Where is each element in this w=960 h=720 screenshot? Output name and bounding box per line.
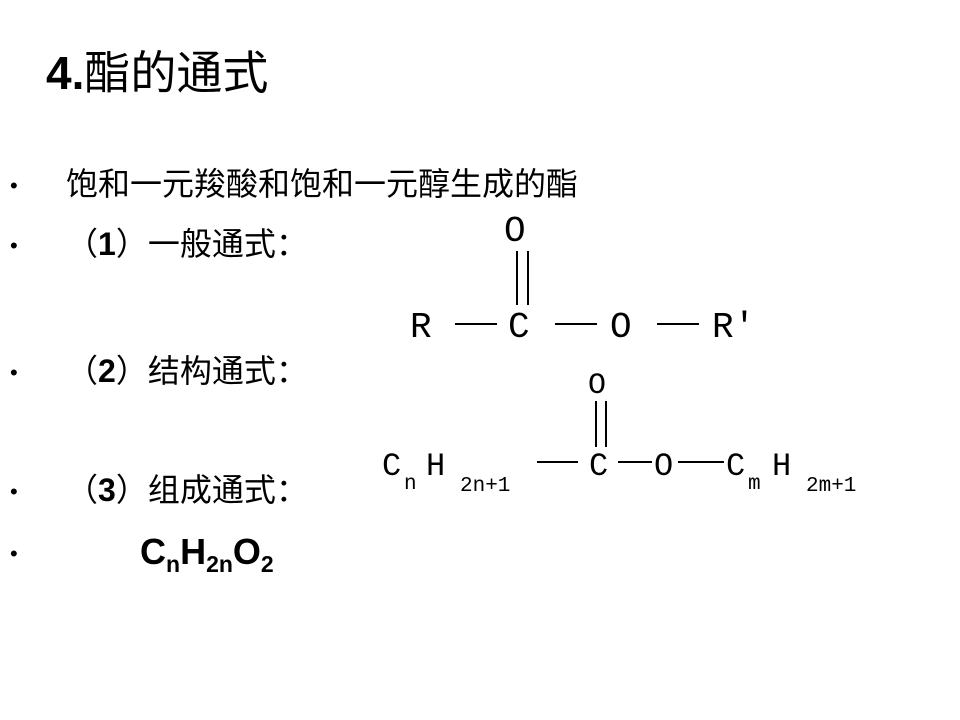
open-paren: （ — [66, 352, 99, 390]
item-text: 组成通式： — [147, 471, 308, 509]
ether-oxygen: O — [654, 448, 673, 485]
close-paren: ） — [115, 471, 148, 509]
carbon-c: C — [508, 307, 530, 348]
bullet-composition-formula: • （3）组成通式： — [0, 468, 380, 512]
carbonyl-oxygen: O — [504, 211, 526, 252]
item-number: 1 — [98, 226, 116, 262]
bullet-label: （3）组成通式： — [66, 468, 308, 512]
bullet-dot: • — [10, 479, 18, 504]
molecular-formula: CnH2nO2 — [140, 530, 274, 577]
slide-title: 4.酯的通式 — [46, 38, 268, 108]
formula-o: O — [232, 531, 261, 572]
bullet-dot: • — [10, 233, 18, 258]
formula-c: C — [140, 531, 166, 572]
formula-h: H — [180, 531, 207, 572]
bullet-label: （2）结构通式： — [66, 349, 308, 393]
close-paren: ） — [115, 225, 148, 263]
group-r: R — [410, 307, 432, 348]
sub-n: n — [404, 473, 417, 496]
bullet-dot: • — [10, 360, 18, 385]
bullet-dot: • — [10, 541, 18, 566]
ether-oxygen: O — [610, 307, 632, 348]
title-number: 4. — [46, 47, 85, 99]
atom-c3: C — [726, 448, 745, 485]
group-r-prime: R' — [712, 307, 755, 348]
item-text: 一般通式： — [147, 225, 308, 263]
open-paren: （ — [66, 225, 99, 263]
detailed-structure-diagram: O C n H 2n+1 C O C m H 2m+1 — [382, 369, 856, 498]
bullet-general-formula: • （1）一般通式： — [0, 222, 400, 266]
carbonyl-oxygen: O — [588, 369, 606, 403]
formula-sub-2: 2 — [260, 551, 274, 577]
item-text: 结构通式： — [147, 352, 308, 390]
sub-m: m — [748, 473, 761, 496]
atom-c1: C — [382, 448, 401, 485]
bullet-structural-formula: • （2）结构通式： — [0, 349, 400, 393]
atom-h1: H — [426, 448, 445, 485]
bullet-definition: • 饱和一元羧酸和饱和一元醇生成的酯 — [0, 162, 960, 206]
atom-h2: H — [772, 448, 791, 485]
sub-2m-plus-1: 2m+1 — [806, 475, 856, 498]
general-structure-diagram: O R C O R' — [410, 211, 755, 348]
formula-sub-n: n — [166, 551, 181, 577]
bullet-molecular-formula: • CnH2nO2 — [0, 530, 400, 577]
bullet-label: （1）一般通式： — [66, 222, 308, 266]
atom-c2: C — [589, 448, 608, 485]
open-paren: （ — [66, 471, 99, 509]
formula-sub-2n: 2n — [206, 551, 233, 577]
item-number: 2 — [98, 353, 116, 389]
item-number: 3 — [98, 472, 116, 508]
sub-2n-plus-1: 2n+1 — [460, 475, 510, 498]
title-text: 酯的通式 — [84, 46, 269, 100]
bullet-dot: • — [10, 173, 18, 198]
close-paren: ） — [115, 352, 148, 390]
bullet-text: 饱和一元羧酸和饱和一元醇生成的酯 — [66, 165, 579, 203]
